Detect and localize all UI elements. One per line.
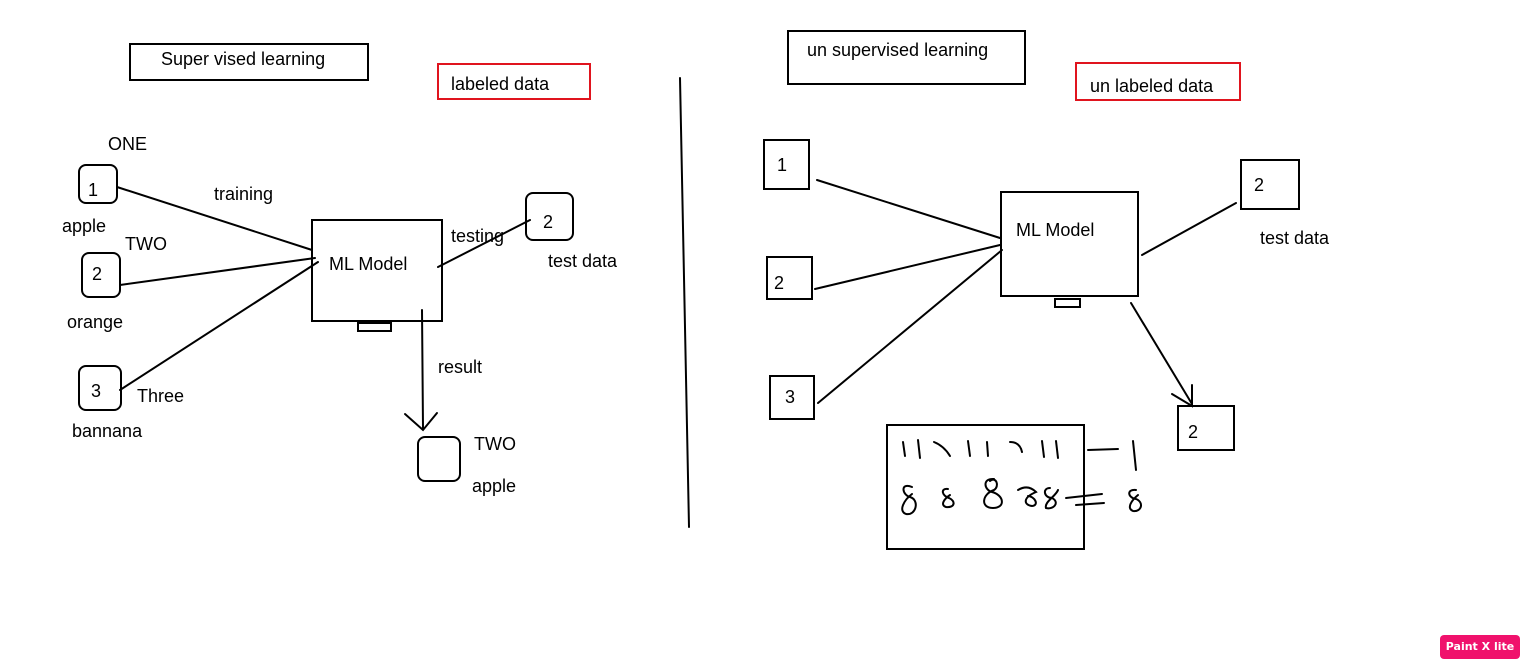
unsupervised-title-box: un supervised learning	[787, 30, 1026, 85]
input-connector-1	[816, 179, 1001, 239]
unsupervised-title: un supervised learning	[807, 40, 989, 60]
output-label: apple	[472, 476, 517, 496]
result-arrow	[421, 309, 424, 429]
unsupervised-model-box: ML Model	[1000, 191, 1139, 297]
output-arrow	[1130, 302, 1193, 405]
ones-scribbles	[902, 439, 1137, 471]
test-connector	[1141, 202, 1237, 256]
unsupervised-output-number: 2	[1188, 422, 1199, 442]
training-connector-1	[116, 186, 313, 251]
eights-scribbles	[901, 477, 1142, 516]
unlabeled-input-2: 2	[766, 256, 813, 300]
input-number-2: 2	[92, 264, 103, 284]
input-box-3: 3	[78, 365, 122, 411]
testing-connector	[437, 219, 531, 268]
supervised-model-stand	[357, 322, 392, 332]
input-box-1: 1	[78, 164, 118, 204]
labeled-data-label: labeled data	[451, 74, 550, 94]
labeled-data-tag: labeled data	[437, 63, 591, 100]
supervised-title-box: Super vised learning	[129, 43, 369, 81]
unlabeled-input-1: 1	[763, 139, 810, 190]
unsupervised-test-box: 2	[1240, 159, 1300, 210]
input-connector-2	[814, 244, 1001, 290]
training-connector-2	[119, 257, 316, 286]
result-arrowhead	[404, 412, 438, 432]
test-item-box: 2	[525, 192, 574, 241]
input-word-two: TWO	[125, 234, 167, 254]
unsupervised-output-box: 2	[1177, 405, 1235, 451]
paint-x-lite-badge[interactable]: Paint X lite	[1440, 635, 1520, 659]
unsupervised-model-stand	[1054, 298, 1081, 308]
input-label-apple: apple	[62, 216, 107, 236]
testing-label: testing	[451, 226, 505, 246]
unsupervised-test-number: 2	[1254, 175, 1265, 195]
input-word-one: ONE	[108, 134, 148, 154]
unsupervised-model-label: ML Model	[1016, 220, 1095, 240]
unlabeled-data-tag: un labeled data	[1075, 62, 1241, 101]
unlabeled-input-3: 3	[769, 375, 815, 420]
unlabeled-data-label: un labeled data	[1090, 76, 1214, 96]
input-label-orange: orange	[67, 312, 124, 332]
input-connector-3	[817, 249, 1003, 404]
test-data-label: test data	[548, 251, 618, 271]
input-number-1: 1	[88, 180, 99, 200]
unlabeled-input-number-1: 1	[777, 155, 788, 175]
unlabeled-input-number-2: 2	[774, 273, 785, 293]
cluster-box	[886, 424, 1085, 550]
training-label: training	[214, 184, 274, 204]
unlabeled-input-number-3: 3	[785, 387, 796, 407]
output-word: TWO	[474, 434, 516, 454]
center-divider	[679, 77, 690, 528]
input-label-bannana: bannana	[72, 421, 143, 441]
output-box	[417, 436, 461, 482]
supervised-model-label: ML Model	[329, 254, 408, 274]
test-item-number: 2	[543, 212, 554, 232]
unsupervised-test-label: test data	[1260, 228, 1330, 248]
result-label: result	[438, 357, 483, 377]
supervised-model-box: ML Model	[311, 219, 443, 322]
training-connector-3	[119, 261, 319, 391]
input-word-three: Three	[137, 386, 185, 406]
input-box-2: 2	[81, 252, 121, 298]
supervised-title: Super vised learning	[161, 49, 326, 69]
input-number-3: 3	[91, 381, 102, 401]
